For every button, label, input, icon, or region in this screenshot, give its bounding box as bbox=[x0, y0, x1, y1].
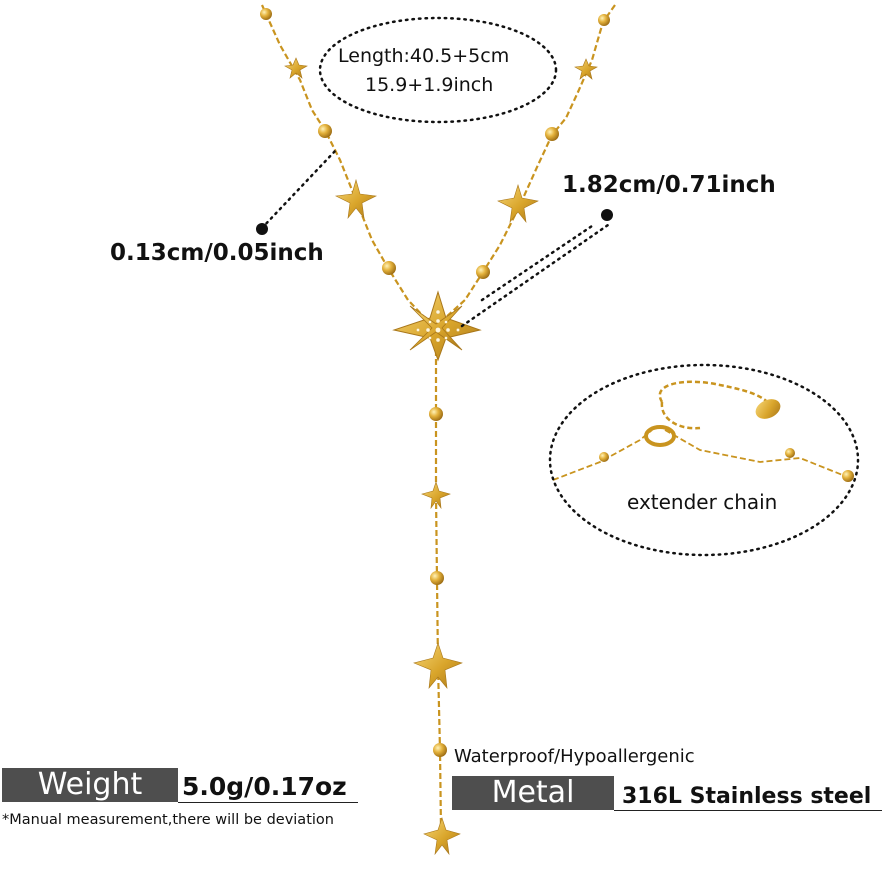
star-charm-top-left bbox=[284, 57, 308, 79]
metal-label: Metal bbox=[452, 776, 614, 810]
weight-value: 5.0g/0.17oz bbox=[182, 772, 347, 801]
star-charms bbox=[284, 57, 598, 856]
length-cm: Length:40.5+5cm bbox=[338, 45, 510, 67]
star-charm-right bbox=[497, 183, 539, 224]
star-charm-drop-2 bbox=[413, 642, 463, 689]
pendant-size-label: 1.82cm/0.71inch bbox=[562, 172, 776, 198]
beads bbox=[260, 8, 854, 757]
weight-underline bbox=[178, 802, 358, 803]
measurement-note: *Manual measurement,there will be deviat… bbox=[2, 812, 334, 828]
extender-chain-label: extender chain bbox=[627, 490, 778, 514]
length-inch: 15.9+1.9inch bbox=[365, 74, 494, 96]
lobster-clasp bbox=[644, 399, 781, 447]
weight-label: Weight bbox=[2, 768, 178, 802]
bead-size-label: 0.13cm/0.05inch bbox=[110, 240, 324, 266]
star-charm-drop-1 bbox=[421, 481, 451, 510]
annotation-outlines bbox=[260, 16, 860, 557]
chain-left bbox=[260, 4, 426, 319]
extender-chain-right bbox=[664, 429, 846, 477]
extender-ellipse bbox=[548, 363, 860, 557]
star-charm-bottom bbox=[423, 817, 461, 856]
annotation-dots bbox=[256, 209, 613, 235]
metal-value: 316L Stainless steel bbox=[622, 784, 872, 809]
star-charm-left bbox=[334, 178, 378, 220]
waterproof-label: Waterproof/Hypoallergenic bbox=[454, 746, 695, 767]
metal-underline bbox=[614, 810, 882, 811]
extender-links bbox=[658, 380, 774, 409]
star-charm-top-right bbox=[574, 58, 598, 80]
chain-drop bbox=[434, 350, 443, 831]
star-pendant bbox=[392, 290, 482, 362]
length-ellipse bbox=[318, 16, 558, 124]
chain-right bbox=[444, 4, 616, 319]
